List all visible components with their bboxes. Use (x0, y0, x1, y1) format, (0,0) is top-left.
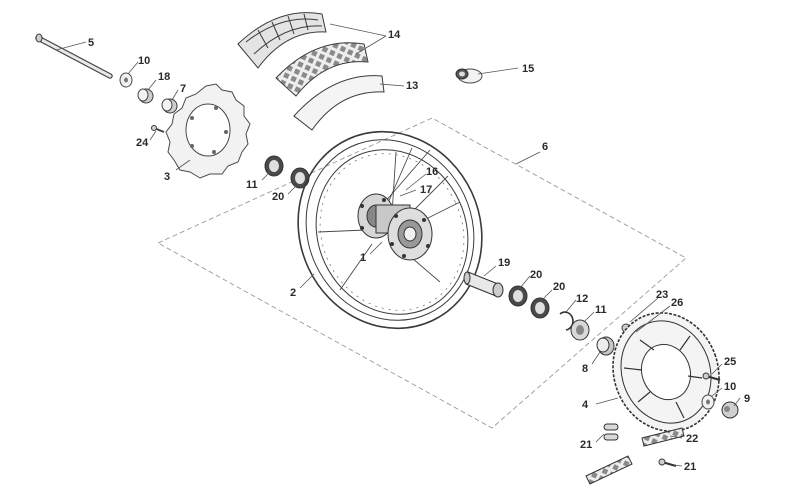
label-5: 5 (88, 37, 94, 49)
label-18: 18 (158, 71, 170, 83)
bearing-right-outer (570, 319, 590, 341)
label-13: 13 (406, 80, 418, 92)
disc-bolt (151, 125, 165, 133)
label-3: 3 (164, 171, 170, 183)
spacer-left (137, 88, 154, 104)
chain-segment (641, 427, 685, 447)
label-9: 9 (744, 393, 750, 405)
sprocket (612, 312, 720, 432)
label-14: 14 (388, 29, 401, 41)
bearing-right-2 (530, 297, 550, 319)
wheel-rim (297, 130, 483, 330)
brake-disc (165, 83, 251, 179)
spacer-shaft (463, 271, 504, 298)
leader-lines (55, 23, 741, 467)
bearing-right-1 (508, 285, 528, 307)
chain-lower (585, 455, 633, 485)
label-15: 15 (522, 63, 534, 75)
sprocket-bolt (702, 372, 721, 382)
label-22: 22 (686, 433, 698, 445)
part-labels: 5 10 18 7 24 3 14 13 15 6 11 20 16 17 1 … (88, 29, 750, 473)
spacer-brake (161, 98, 178, 114)
label-16: 16 (426, 166, 438, 178)
bearing-left-outer (264, 155, 284, 177)
label-11-left: 11 (246, 179, 258, 191)
circlip (559, 311, 574, 331)
assembly-outline (157, 117, 687, 429)
label-19: 19 (498, 257, 510, 269)
label-21-upper: 21 (580, 439, 592, 451)
label-1: 1 (360, 252, 366, 264)
label-24: 24 (136, 137, 149, 149)
axle (35, 33, 113, 79)
label-6: 6 (542, 141, 548, 153)
washer-top (119, 72, 133, 88)
label-20-mid: 20 (530, 269, 542, 281)
label-10-right: 10 (724, 381, 736, 393)
label-20-left: 20 (272, 191, 284, 203)
rim-strap (455, 68, 483, 84)
chain-link-upper (603, 423, 619, 441)
tyre-tread (275, 42, 369, 97)
label-4: 4 (582, 399, 589, 411)
bearing-left-inner (290, 167, 310, 189)
label-17: 17 (420, 184, 432, 196)
label-11-right: 11 (595, 304, 607, 316)
label-23: 23 (656, 289, 668, 301)
spacer-sprocket (596, 336, 615, 356)
label-7: 7 (180, 83, 186, 95)
label-26: 26 (671, 297, 683, 309)
chain-pin (658, 458, 677, 468)
washer-right (701, 394, 715, 410)
label-8: 8 (582, 363, 588, 375)
label-21-lower: 21 (684, 461, 696, 473)
label-25: 25 (724, 356, 736, 368)
label-12: 12 (576, 293, 588, 305)
label-10-top: 10 (138, 55, 150, 67)
wheel-hub (357, 193, 433, 261)
label-2: 2 (290, 287, 296, 299)
label-20-right: 20 (553, 281, 565, 293)
tyre-outer (237, 12, 327, 69)
